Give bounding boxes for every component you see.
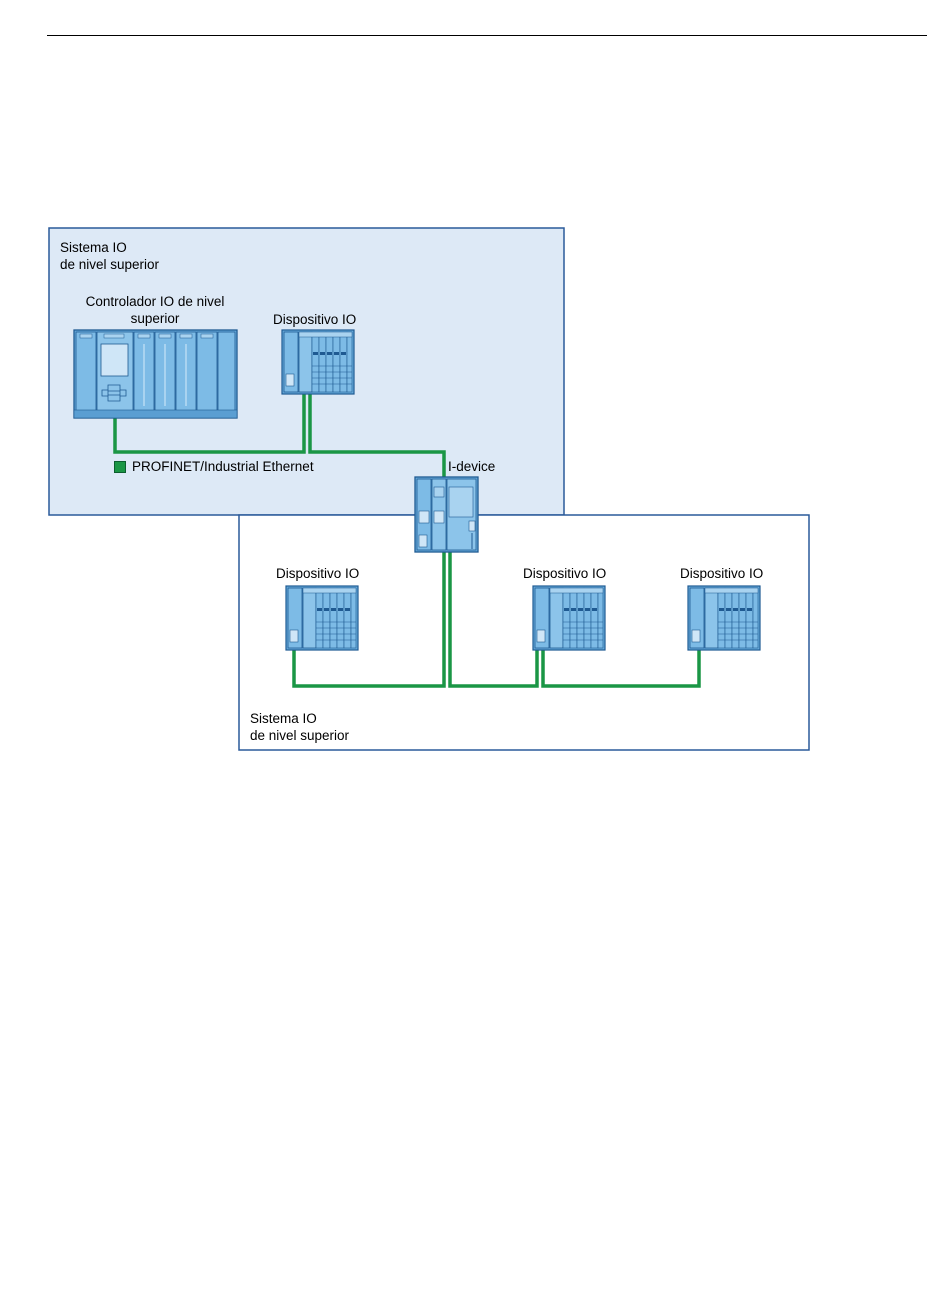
i-device — [415, 477, 478, 552]
io-device-lower-1 — [286, 586, 358, 650]
legend-label: PROFINET/Industrial Ethernet — [132, 458, 314, 475]
io-device-upper-label: Dispositivo IO — [273, 311, 356, 328]
legend-swatch — [114, 461, 126, 473]
controller-label-2: superior — [60, 310, 250, 327]
io-device-upper — [282, 330, 354, 394]
upper-system-label-1: Sistema IO — [60, 239, 127, 256]
upper-system-label-2: de nivel superior — [60, 256, 159, 273]
io-device-lower-1-label: Dispositivo IO — [276, 565, 359, 582]
io-controller-device — [74, 330, 237, 418]
lower-system-label-2: de nivel superior — [250, 727, 349, 744]
legend: PROFINET/Industrial Ethernet — [114, 458, 314, 475]
lower-system-label-1: Sistema IO — [250, 710, 317, 727]
io-device-lower-2 — [533, 586, 605, 650]
io-device-lower-3-label: Dispositivo IO — [680, 565, 763, 582]
io-device-lower-2-label: Dispositivo IO — [523, 565, 606, 582]
idevice-label: I-device — [448, 458, 495, 475]
controller-label-1: Controlador IO de nivel — [60, 293, 250, 310]
io-device-lower-3 — [688, 586, 760, 650]
